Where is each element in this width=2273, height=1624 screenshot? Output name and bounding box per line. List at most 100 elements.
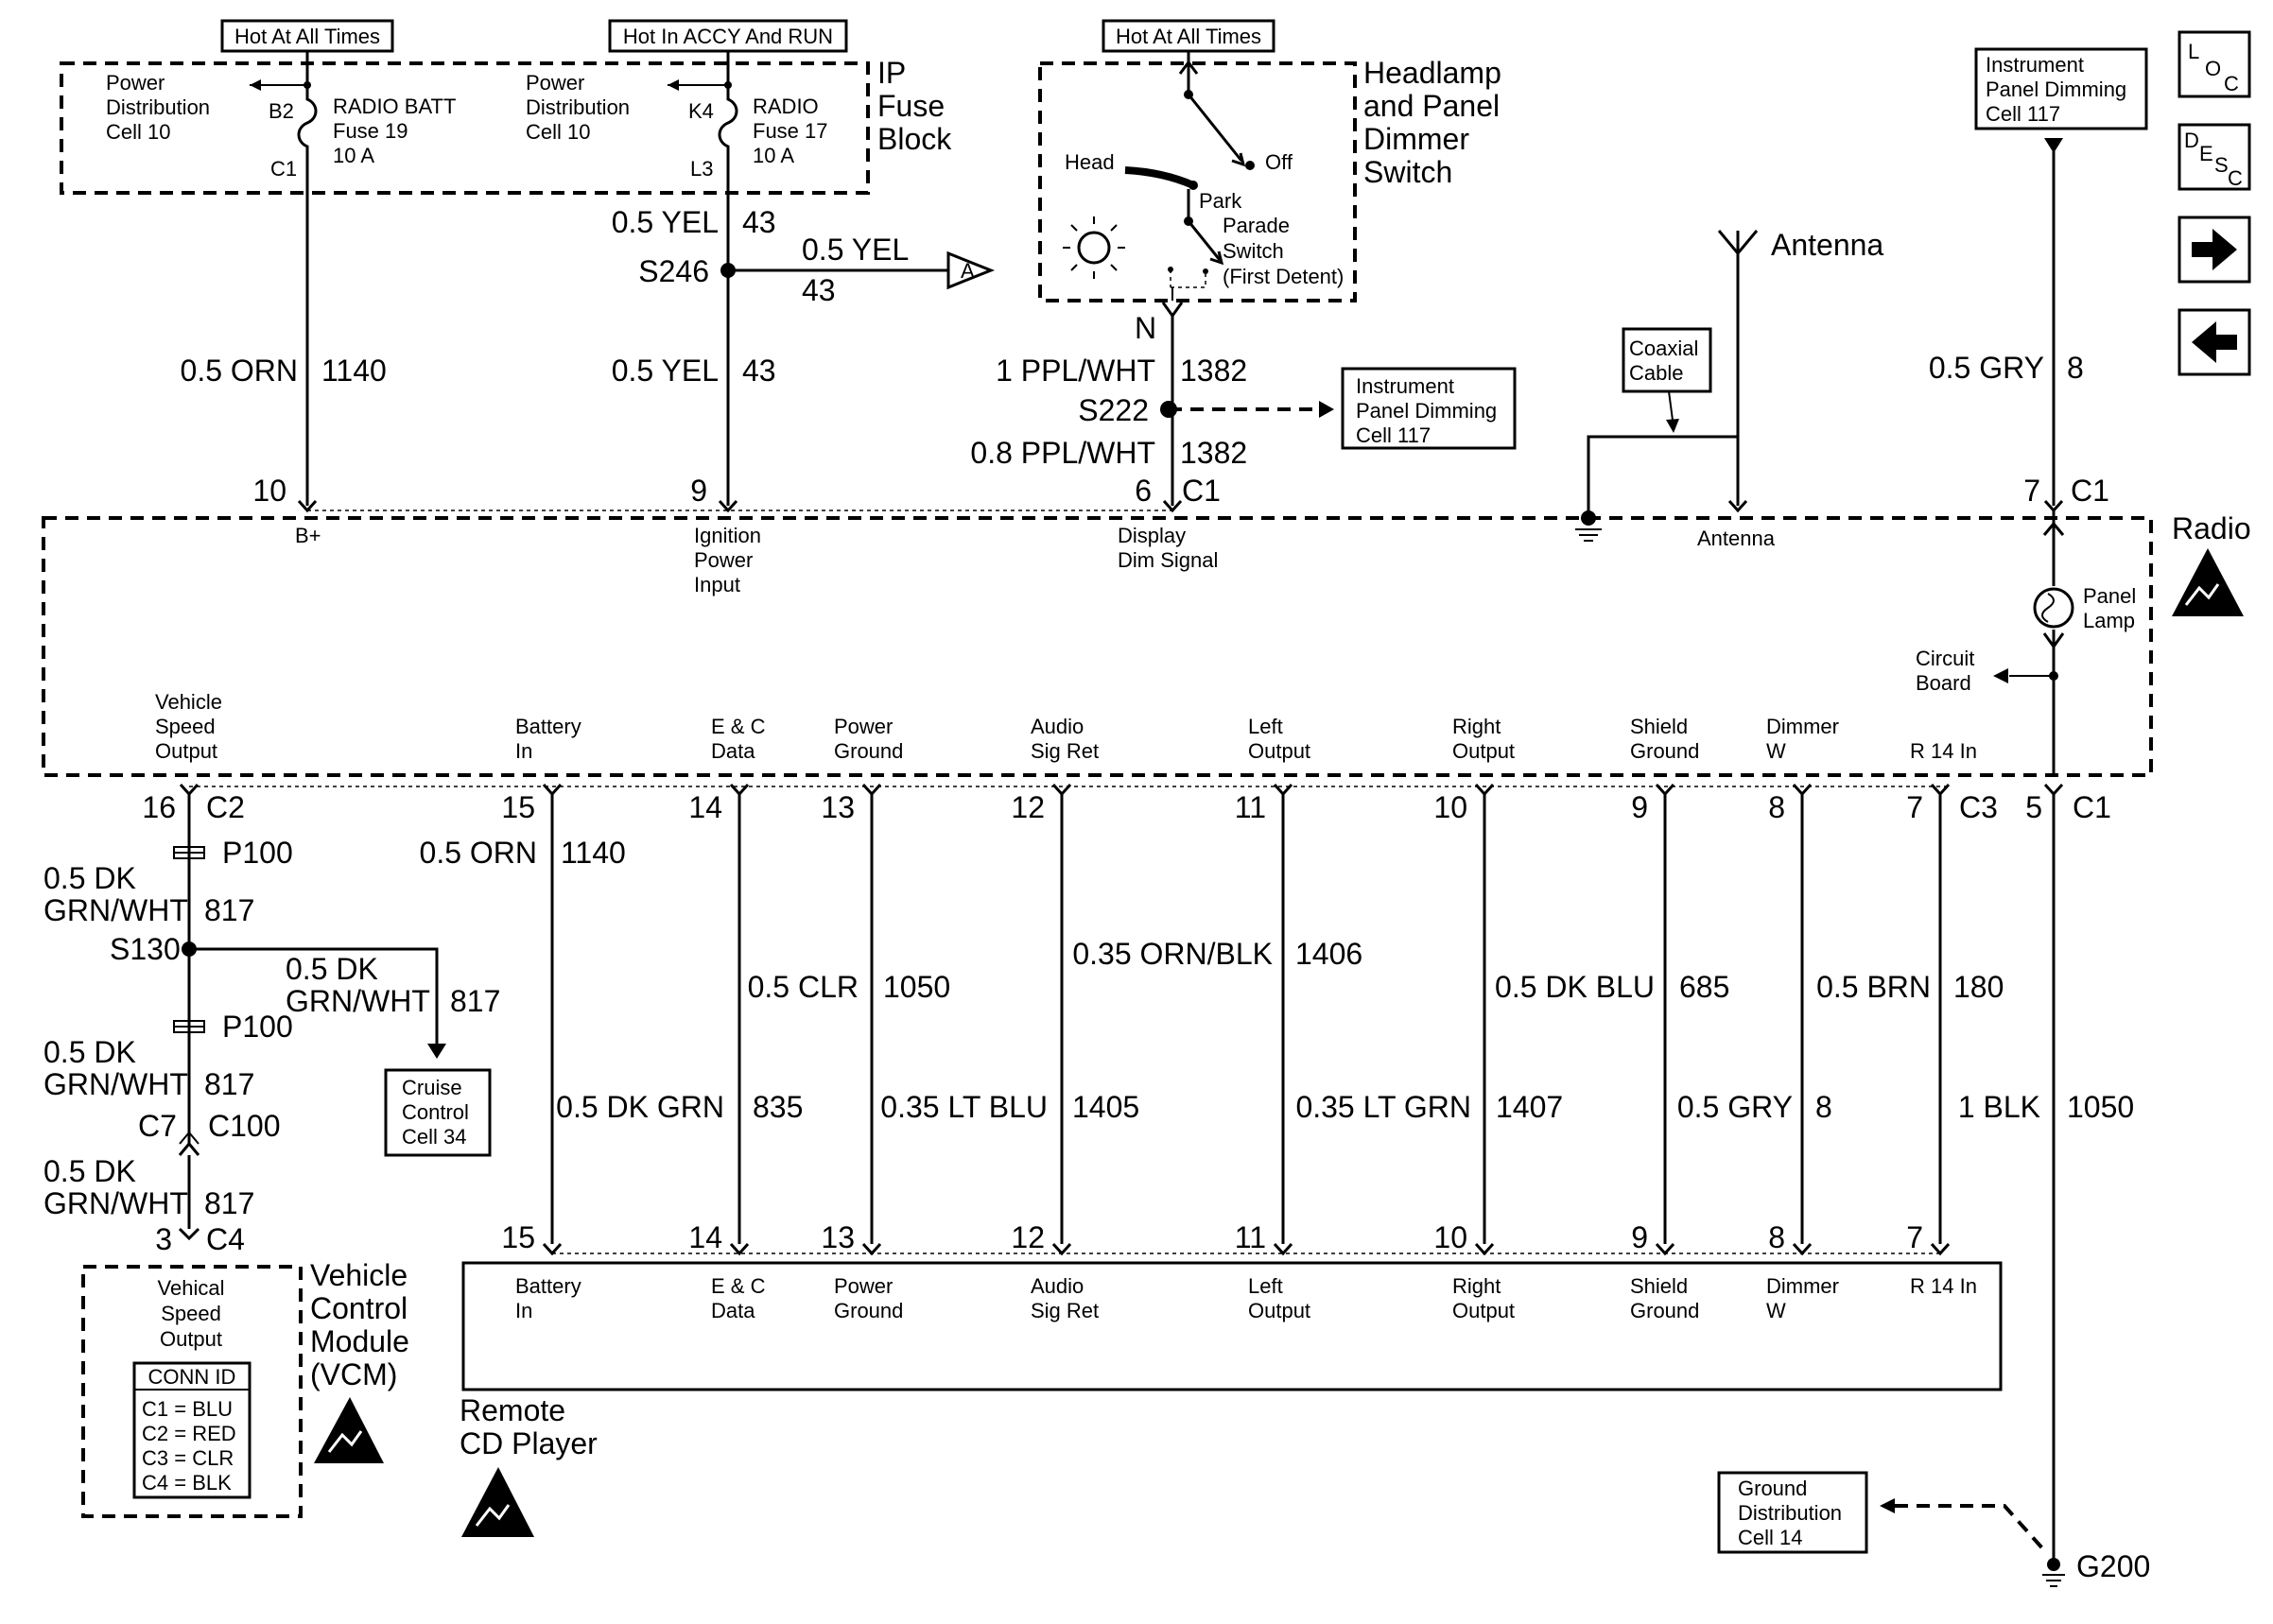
svg-text:A: A [961, 259, 975, 283]
svg-text:In: In [515, 739, 532, 763]
svg-text:Circuit: Circuit [1916, 647, 1974, 670]
svg-text:Left: Left [1248, 1274, 1283, 1298]
svg-text:S222: S222 [1078, 393, 1149, 427]
svg-text:43: 43 [742, 354, 776, 388]
svg-text:1 BLK: 1 BLK [1958, 1090, 2040, 1124]
svg-text:9: 9 [1631, 1220, 1648, 1254]
svg-text:8: 8 [1815, 1090, 1832, 1124]
esd-warning-icon [314, 1397, 384, 1463]
svg-text:0.35 ORN/BLK: 0.35 ORN/BLK [1072, 937, 1273, 971]
svg-text:Switch: Switch [1223, 239, 1284, 263]
svg-text:Sig Ret: Sig Ret [1031, 739, 1099, 763]
svg-text:C1: C1 [2071, 474, 2109, 508]
svg-text:Output: Output [1452, 1299, 1515, 1322]
svg-text:S: S [2214, 153, 2229, 177]
svg-text:12: 12 [1011, 790, 1045, 824]
svg-text:Fuse 17: Fuse 17 [753, 119, 828, 143]
svg-text:C1: C1 [270, 157, 297, 181]
svg-text:Power: Power [106, 71, 165, 95]
svg-text:B+: B+ [295, 524, 321, 547]
svg-text:L: L [2188, 40, 2199, 63]
svg-text:Output: Output [1248, 739, 1310, 763]
headlamp-panel-dimmer-switch: Headlamp and Panel Dimmer Switch Off Hea… [1038, 51, 1501, 345]
svg-text:C3 = CLR: C3 = CLR [142, 1446, 234, 1470]
svg-text:Ground: Ground [1630, 1299, 1699, 1322]
svg-text:K4: K4 [688, 99, 714, 123]
svg-text:Cell 10: Cell 10 [106, 120, 170, 144]
svg-text:RADIO BATT: RADIO BATT [333, 95, 456, 118]
svg-text:0.5 DK BLU: 0.5 DK BLU [1495, 970, 1655, 1004]
svg-text:10: 10 [252, 474, 286, 508]
svg-text:C: C [2228, 166, 2243, 190]
next-page-button[interactable] [2178, 216, 2251, 284]
ref-ground-distribution[interactable] [1717, 1471, 1868, 1554]
svg-text:10: 10 [1433, 790, 1467, 824]
ground-g200-label: G200 [2076, 1549, 2150, 1583]
ref-instrument-panel-dimming-mid[interactable] [1341, 367, 1517, 450]
arrow-right-icon [2192, 229, 2237, 270]
svg-text:0.5 DK: 0.5 DK [43, 861, 136, 895]
svg-text:Parade: Parade [1223, 214, 1290, 237]
svg-text:Distribution: Distribution [526, 95, 630, 119]
ref-cruise-control[interactable] [384, 1068, 492, 1157]
svg-text:Remote: Remote [460, 1393, 565, 1427]
radio-batt-fuse [297, 66, 318, 208]
svg-text:CONN ID: CONN ID [148, 1365, 236, 1389]
fuse-block-title-1: IP [877, 56, 906, 90]
svg-text:Hot At All Times: Hot At All Times [1116, 25, 1261, 48]
svg-text:5: 5 [2025, 790, 2042, 824]
svg-text:Module: Module [310, 1324, 409, 1358]
svg-text:Off: Off [1265, 150, 1293, 174]
svg-text:Control: Control [310, 1291, 408, 1325]
svg-text:0.35 LT BLU: 0.35 LT BLU [880, 1090, 1048, 1124]
svg-text:7: 7 [1906, 790, 1923, 824]
radio-module: Radio 10 9 6 C1 7 C1 B+ Ignition Power I… [42, 474, 2251, 777]
svg-text:O: O [2205, 57, 2221, 80]
svg-text:C100: C100 [208, 1109, 281, 1143]
svg-text:Dim Signal: Dim Signal [1118, 548, 1218, 572]
svg-text:817: 817 [204, 1186, 254, 1220]
ref-coaxial-cable[interactable] [1622, 327, 1712, 393]
previous-page-button[interactable] [2178, 308, 2251, 376]
svg-text:C3: C3 [1959, 790, 1998, 824]
svg-text:6: 6 [1135, 474, 1152, 508]
svg-text:Distribution: Distribution [1738, 1501, 1842, 1525]
svg-text:Antenna: Antenna [1771, 228, 1883, 262]
svg-text:8: 8 [2067, 351, 2084, 385]
svg-text:1 PPL/WHT: 1 PPL/WHT [996, 354, 1155, 388]
panel-lamp-icon [2033, 587, 2074, 629]
svg-text:10 A: 10 A [333, 144, 374, 167]
svg-text:180: 180 [1953, 970, 2004, 1004]
svg-text:Cable: Cable [1629, 361, 1683, 385]
svg-text:1406: 1406 [1295, 937, 1362, 971]
svg-text:14: 14 [688, 790, 722, 824]
svg-text:817: 817 [204, 893, 254, 927]
svg-text:S130: S130 [110, 932, 181, 966]
svg-text:43: 43 [802, 273, 836, 307]
loc-button[interactable]: L O C [2178, 30, 2251, 98]
svg-text:C1 = BLU: C1 = BLU [142, 1397, 233, 1421]
svg-text:0.35 LT GRN: 0.35 LT GRN [1295, 1090, 1471, 1124]
hot-at-all-times-label-switch: Hot At All Times [1102, 19, 1275, 53]
arrow-left-icon [2192, 321, 2237, 363]
svg-text:Panel: Panel [2083, 584, 2136, 608]
svg-text:W: W [1766, 1299, 1786, 1322]
svg-text:B2: B2 [269, 99, 294, 123]
hot-in-accy-and-run-label: Hot In ACCY And RUN [608, 19, 848, 53]
svg-text:10: 10 [1433, 1220, 1467, 1254]
offpage-connector-a[interactable] [946, 251, 996, 290]
desc-button[interactable]: D E S C [2178, 123, 2251, 191]
svg-text:1050: 1050 [2067, 1090, 2134, 1124]
hot-at-all-times-label-left: Hot At All Times [220, 19, 394, 53]
svg-text:Right: Right [1452, 1274, 1501, 1298]
svg-text:Ground: Ground [1738, 1477, 1807, 1500]
svg-text:1140: 1140 [561, 836, 626, 870]
radio-cd-harness: 0.5 ORN 1140 0.5 DK GRN 835 0.5 CLR 1050… [420, 794, 2004, 1244]
svg-text:835: 835 [753, 1090, 803, 1124]
svg-text:Battery: Battery [515, 715, 581, 738]
svg-text:Head: Head [1065, 150, 1115, 174]
ref-instrument-panel-dimming-top[interactable] [1974, 47, 2148, 130]
coax-shield [1587, 435, 1738, 518]
svg-text:Right: Right [1452, 715, 1501, 738]
svg-text:Switch: Switch [1363, 155, 1452, 189]
